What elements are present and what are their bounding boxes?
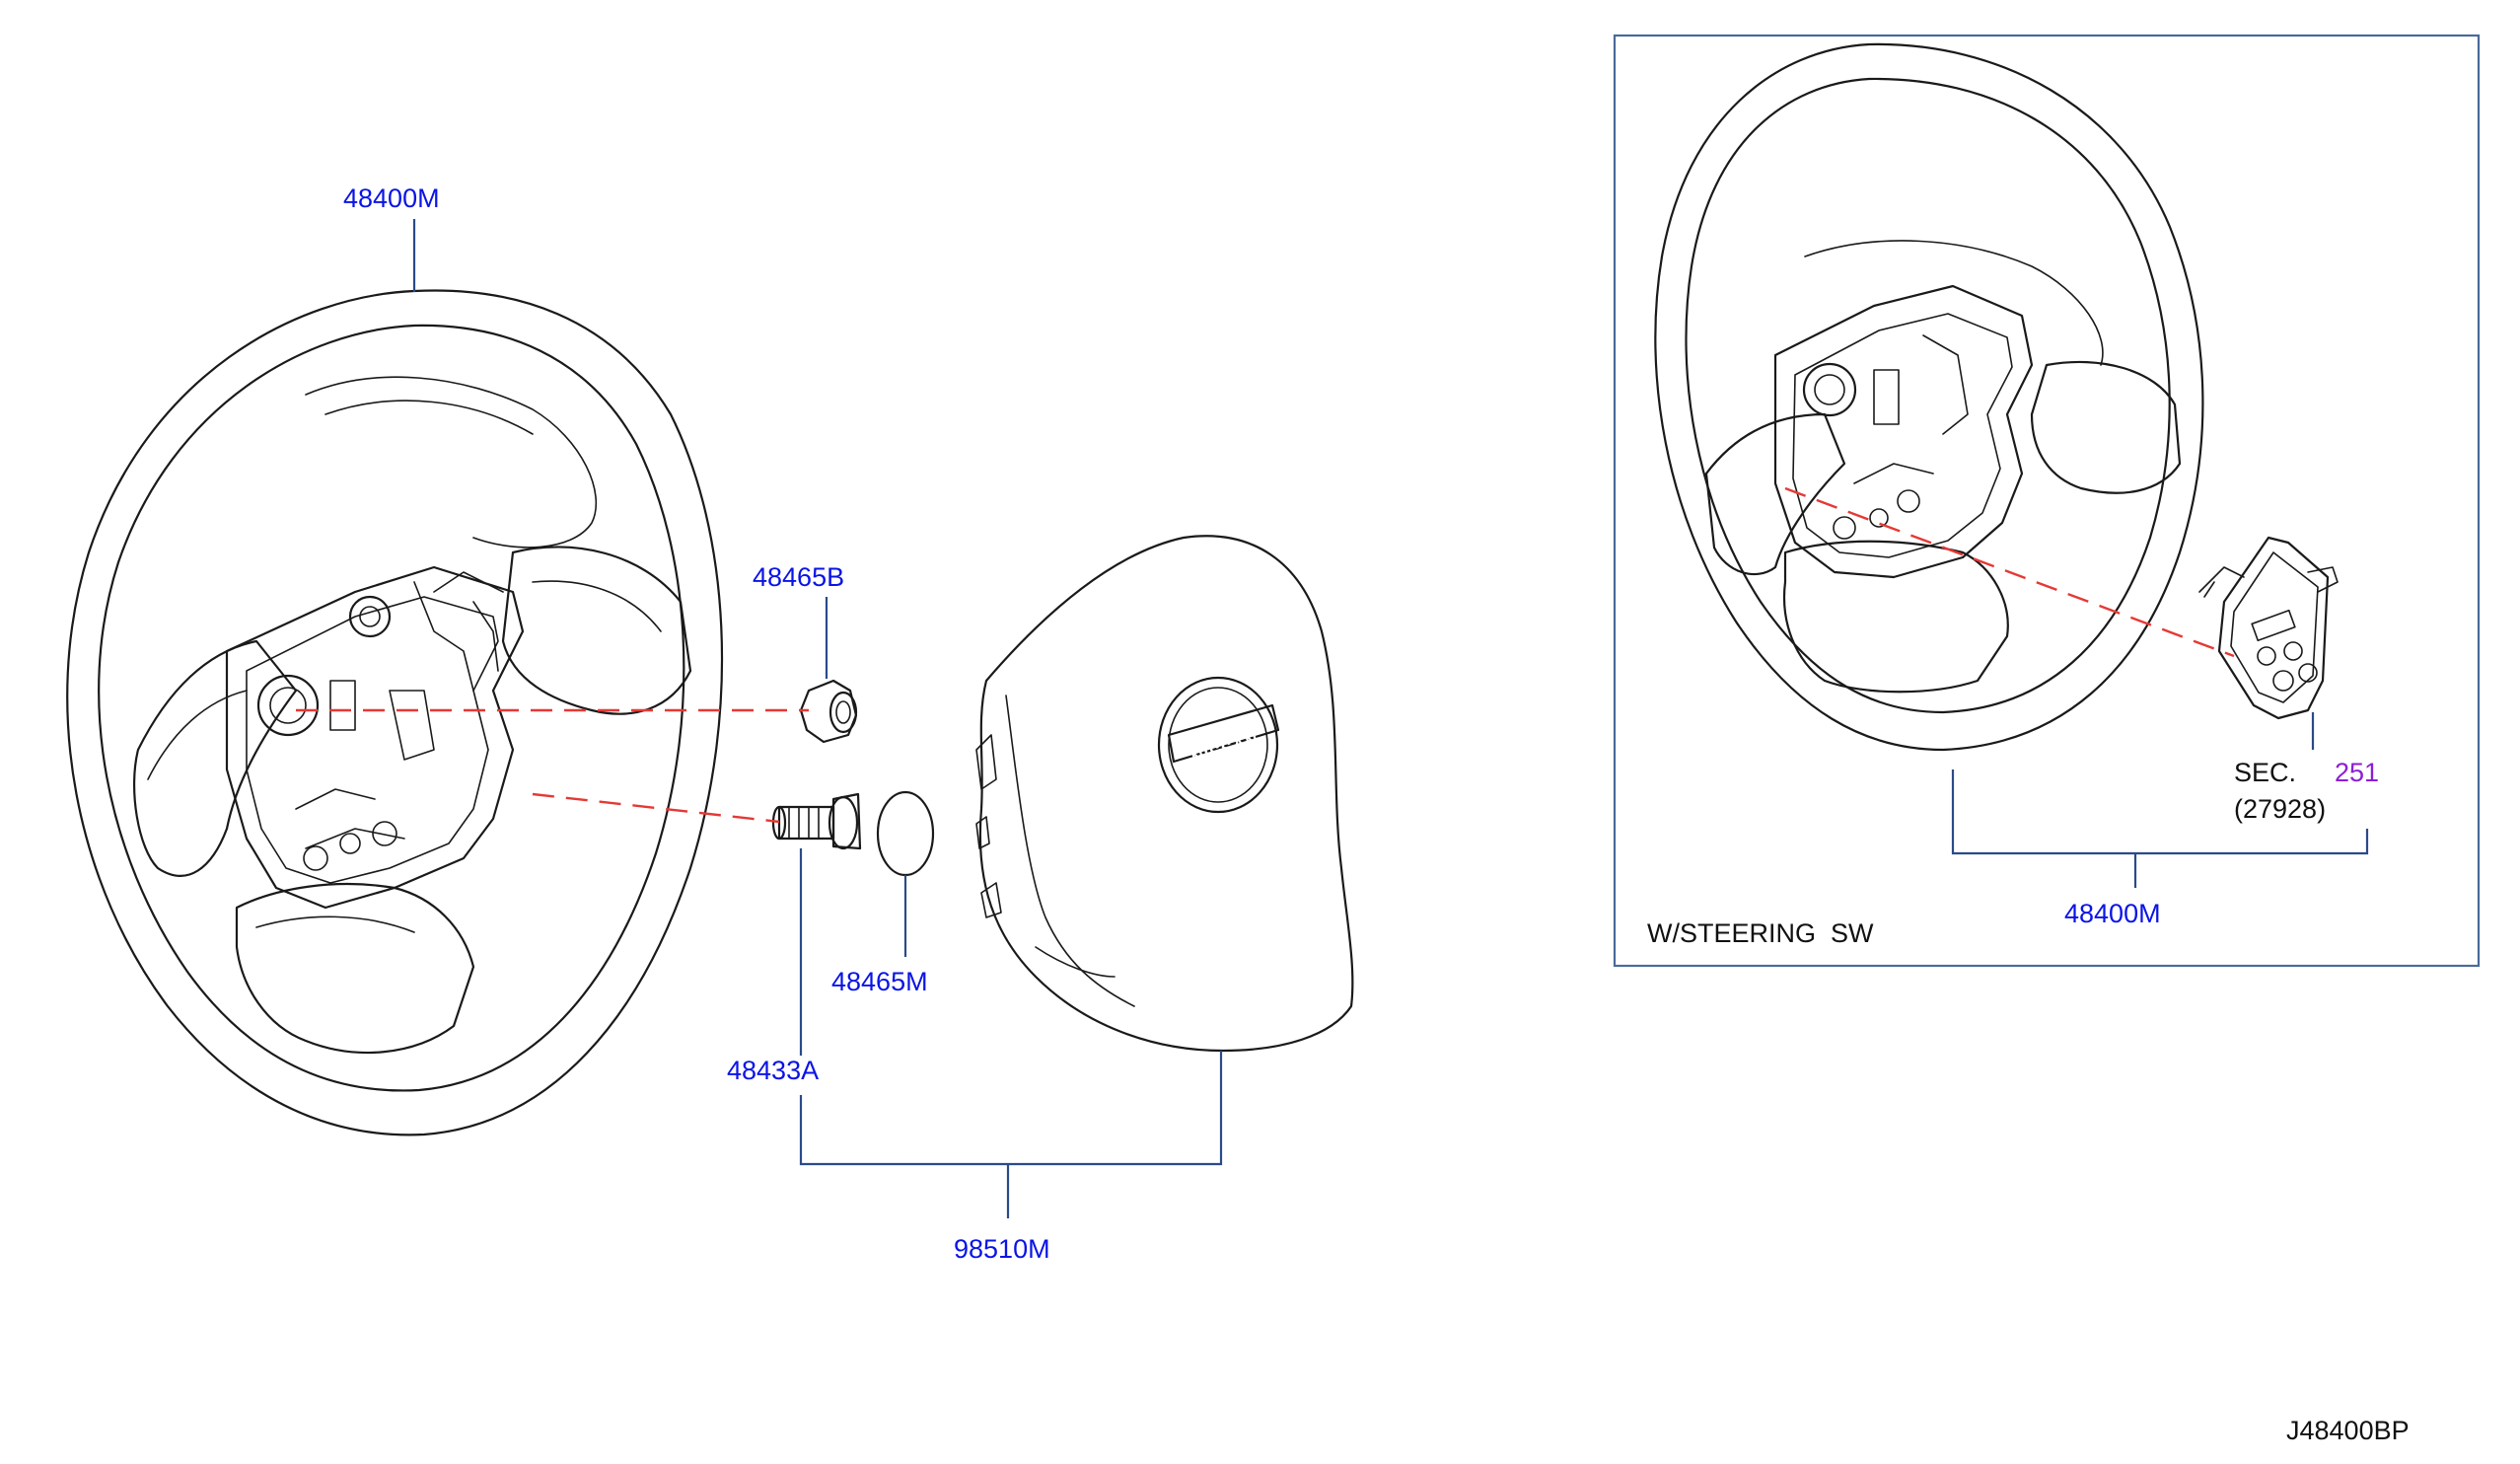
- label-nut[interactable]: 48465B: [753, 562, 844, 592]
- label-emblem[interactable]: 48465M: [831, 967, 928, 996]
- airbag-module[interactable]: NISSAN: [975, 535, 1354, 1053]
- steering-wheel[interactable]: [66, 289, 724, 1136]
- emblem-cap[interactable]: [876, 790, 935, 877]
- steering-switch[interactable]: [2198, 536, 2339, 720]
- bolt[interactable]: [771, 792, 862, 850]
- label-airbag-module[interactable]: 98510M: [954, 1234, 1050, 1264]
- inset-steering-wheel[interactable]: [1654, 42, 2204, 752]
- assembly-line-bolt: [532, 792, 780, 824]
- label-sec-number[interactable]: 251: [2335, 758, 2379, 787]
- label-steering-wheel[interactable]: 48400M: [343, 183, 440, 213]
- label-bolt[interactable]: 48433A: [727, 1056, 819, 1085]
- diagram-code: J48400BP: [2286, 1416, 2410, 1445]
- label-sec-sub: (27928): [2234, 794, 2326, 824]
- label-inset-steering-wheel[interactable]: 48400M: [2064, 899, 2161, 928]
- inset-assembly-line-switch: [1784, 486, 2235, 658]
- inset-leader-bracket-48400M: [1951, 769, 2369, 888]
- hex-nut[interactable]: [799, 679, 858, 744]
- inset-frame: [1613, 34, 2481, 968]
- leader-bracket-98510M: [799, 1051, 1223, 1218]
- inset-title: W/STEERING SW: [1647, 918, 1874, 948]
- emblem-brand-text: NISSAN: [1189, 730, 1261, 769]
- label-sec-prefix: SEC.: [2234, 758, 2296, 787]
